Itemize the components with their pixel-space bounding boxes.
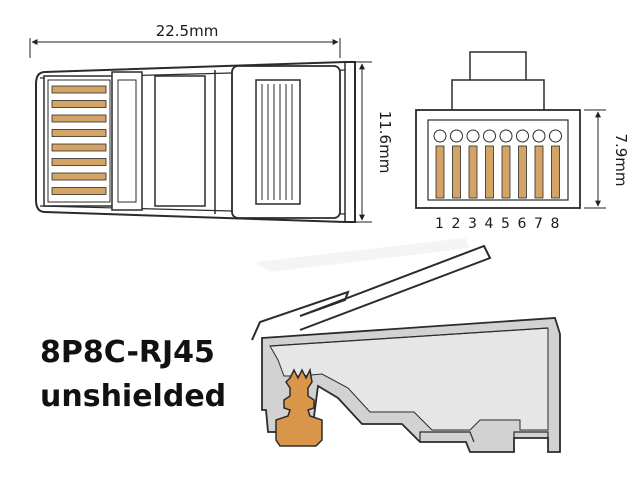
side-contact-strip [51, 187, 107, 195]
front-contact [452, 145, 461, 199]
front-contact [551, 145, 560, 199]
side-contact-strip [51, 158, 107, 166]
wire-hole [450, 129, 463, 143]
contact-height-label: 7.9mm [612, 133, 630, 186]
front-contact [435, 145, 445, 199]
length-label: 22.5mm [156, 22, 219, 40]
pin-number: 4 [485, 216, 495, 232]
front-contact [485, 145, 494, 199]
pin-number: 8 [551, 216, 561, 232]
side-contact-strip [51, 143, 107, 152]
side-contact-strip [51, 100, 107, 108]
side-contact-strip [51, 114, 107, 123]
height-label: 11.6mm [376, 111, 394, 174]
side-contact-strip [51, 129, 107, 137]
wire-hole [532, 129, 546, 143]
pin-number: 1 [435, 216, 445, 232]
front-contacts [435, 145, 560, 199]
front-contact [468, 145, 478, 199]
side-contact-strip [51, 172, 107, 181]
side-contact-strip [51, 85, 107, 94]
profile-view [251, 238, 561, 453]
front-contact [518, 145, 527, 199]
wire-hole [549, 129, 562, 143]
pin-number: 3 [468, 216, 478, 232]
side-contacts [51, 85, 107, 195]
wire-hole [483, 129, 496, 143]
contact-height-dimension: 7.9mm [584, 109, 630, 209]
height-dimension: 11.6mm [350, 61, 394, 223]
wire-holes [433, 129, 562, 143]
front-contact [501, 145, 511, 199]
latch-ribs [261, 84, 293, 200]
profile-latch [251, 244, 492, 341]
caption-model: 8P8C-RJ45 [40, 335, 215, 370]
pin-number: 2 [452, 216, 462, 232]
caption-type: unshielded [40, 379, 227, 414]
wire-hole [433, 129, 447, 143]
front-contact [534, 145, 544, 199]
length-dimension: 22.5mm [29, 22, 341, 58]
wire-hole [466, 129, 480, 143]
pin-number: 7 [534, 216, 544, 232]
pin-number: 5 [501, 216, 511, 232]
pin-number: 6 [518, 216, 528, 232]
contact-blade [275, 367, 323, 447]
wire-hole [516, 129, 529, 143]
side-view: 22.5mm 11. [29, 22, 394, 223]
wire-hole [499, 129, 513, 143]
